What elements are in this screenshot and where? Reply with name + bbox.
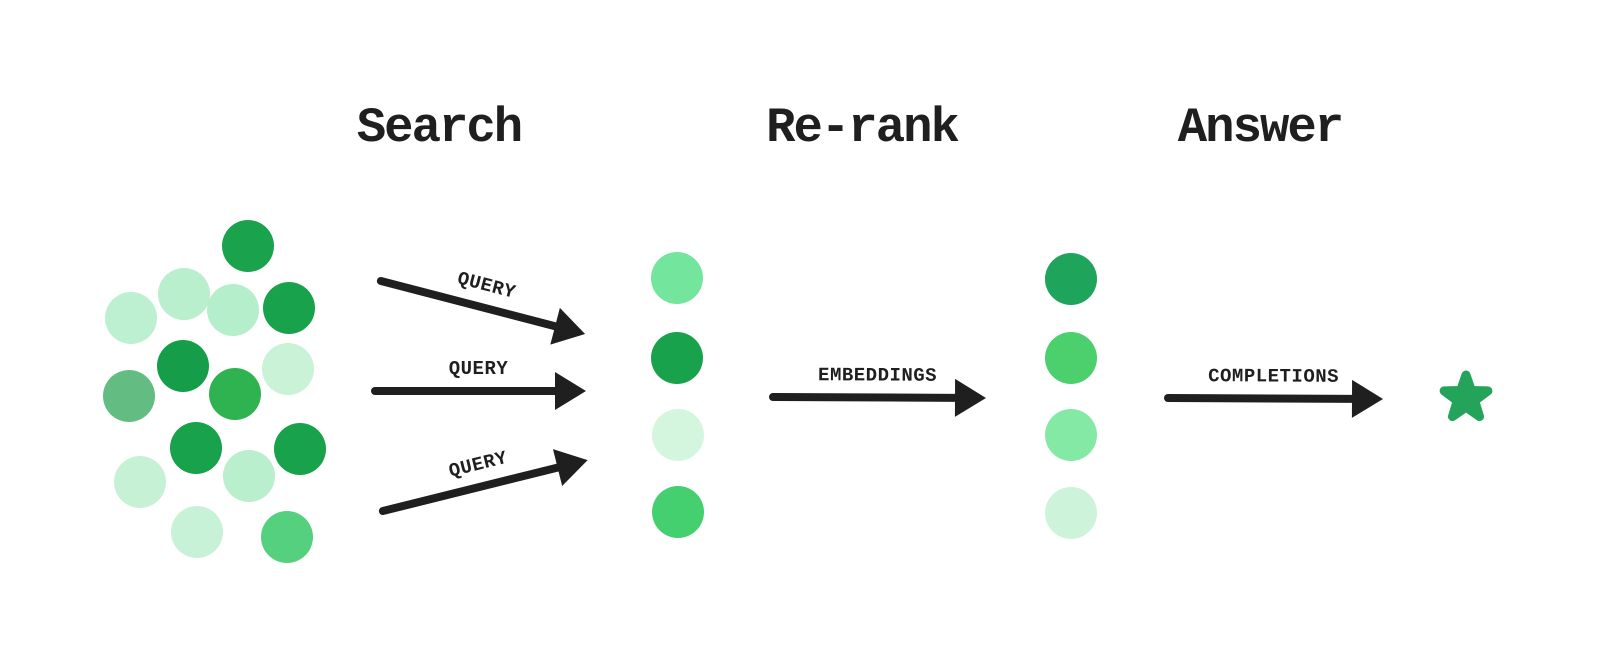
heading-answer: Answer bbox=[1177, 100, 1344, 156]
reranked-dot bbox=[1045, 253, 1097, 305]
arrow-label: EMBEDDINGS bbox=[818, 364, 938, 387]
heading-re-rank: Re-rank bbox=[766, 100, 960, 156]
star-shape bbox=[1439, 370, 1493, 422]
document-dot bbox=[103, 370, 155, 422]
completions-arrow: COMPLETIONS bbox=[1163, 365, 1384, 418]
document-dot bbox=[105, 292, 157, 344]
reranked-dot bbox=[1045, 332, 1097, 384]
document-dot bbox=[223, 450, 275, 502]
document-dot bbox=[171, 506, 223, 558]
search-result-dot bbox=[651, 252, 703, 304]
document-dot bbox=[114, 456, 166, 508]
arrow-label: QUERY bbox=[448, 358, 509, 380]
document-dot bbox=[209, 368, 261, 420]
reranked-dot bbox=[1045, 487, 1097, 539]
arrow-label: COMPLETIONS bbox=[1208, 365, 1340, 388]
reranked-dot bbox=[1045, 409, 1097, 461]
document-dot bbox=[158, 268, 210, 320]
arrow-shaft bbox=[768, 393, 961, 402]
document-dot bbox=[157, 340, 209, 392]
document-dot bbox=[170, 422, 222, 474]
search-result-dot bbox=[651, 332, 703, 384]
search-result-dot bbox=[652, 409, 704, 461]
query-arrow: QUERY bbox=[375, 268, 590, 353]
document-dot bbox=[222, 220, 274, 272]
arrowhead-icon bbox=[555, 372, 586, 410]
heading-search: Search bbox=[356, 100, 523, 156]
arrow-shaft bbox=[371, 387, 560, 395]
query-arrow: QUERY bbox=[378, 441, 593, 516]
star-icon bbox=[1439, 370, 1493, 422]
document-dot bbox=[261, 511, 313, 563]
document-dot bbox=[207, 284, 259, 336]
embeddings-arrow: EMBEDDINGS bbox=[768, 364, 987, 417]
document-dot bbox=[263, 282, 315, 334]
arrow-shaft bbox=[1163, 394, 1358, 403]
document-dot bbox=[262, 343, 314, 395]
search-result-dot bbox=[652, 486, 704, 538]
document-dot bbox=[274, 423, 326, 475]
